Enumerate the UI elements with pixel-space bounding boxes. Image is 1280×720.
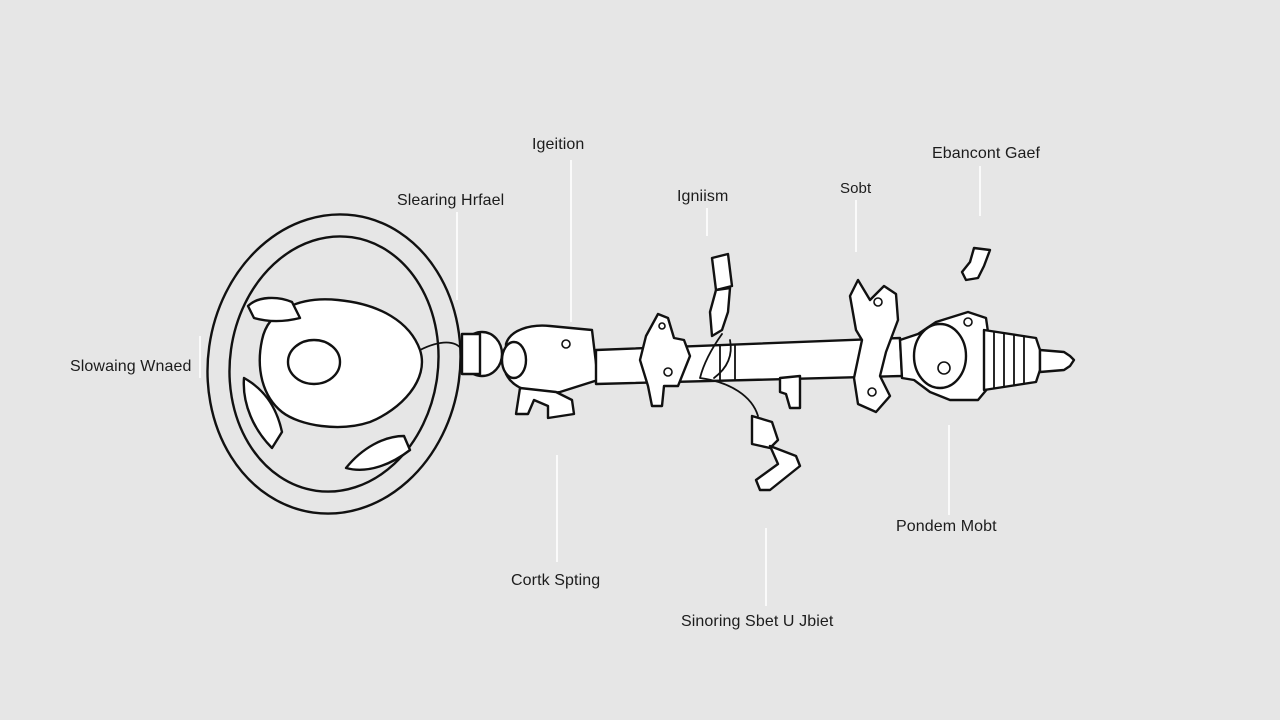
steering-gear — [982, 328, 1076, 392]
label-sobt: Sobt — [840, 180, 872, 197]
steering-wheel — [206, 213, 463, 515]
column-bracket-2 — [778, 374, 802, 410]
label-steering-wheel-top: Slearing Hrfael — [397, 192, 505, 209]
ignition-switch — [699, 252, 802, 492]
external-cart-fastener — [960, 246, 992, 282]
label-steering-wheel-left: Slowaing Wnaed — [70, 358, 192, 375]
label-ignitism: Igniism — [677, 188, 729, 205]
clock-spring-housing — [500, 324, 600, 420]
leader-lines — [199, 160, 981, 606]
label-pendem-mobt: Pondem Mobt — [896, 518, 997, 535]
label-external-cart: Ebancont Gaef — [932, 145, 1041, 162]
sobt-bracket — [848, 278, 900, 414]
label-clock-spring: Cortk Spting — [511, 572, 601, 589]
label-ignition: Igeition — [532, 136, 585, 153]
lower-housing — [898, 310, 992, 402]
label-steering-shaft-joint: Sinoring Sbet U Jbiet — [681, 613, 834, 630]
column-bracket-1 — [638, 312, 692, 408]
hub-connector — [460, 330, 504, 378]
